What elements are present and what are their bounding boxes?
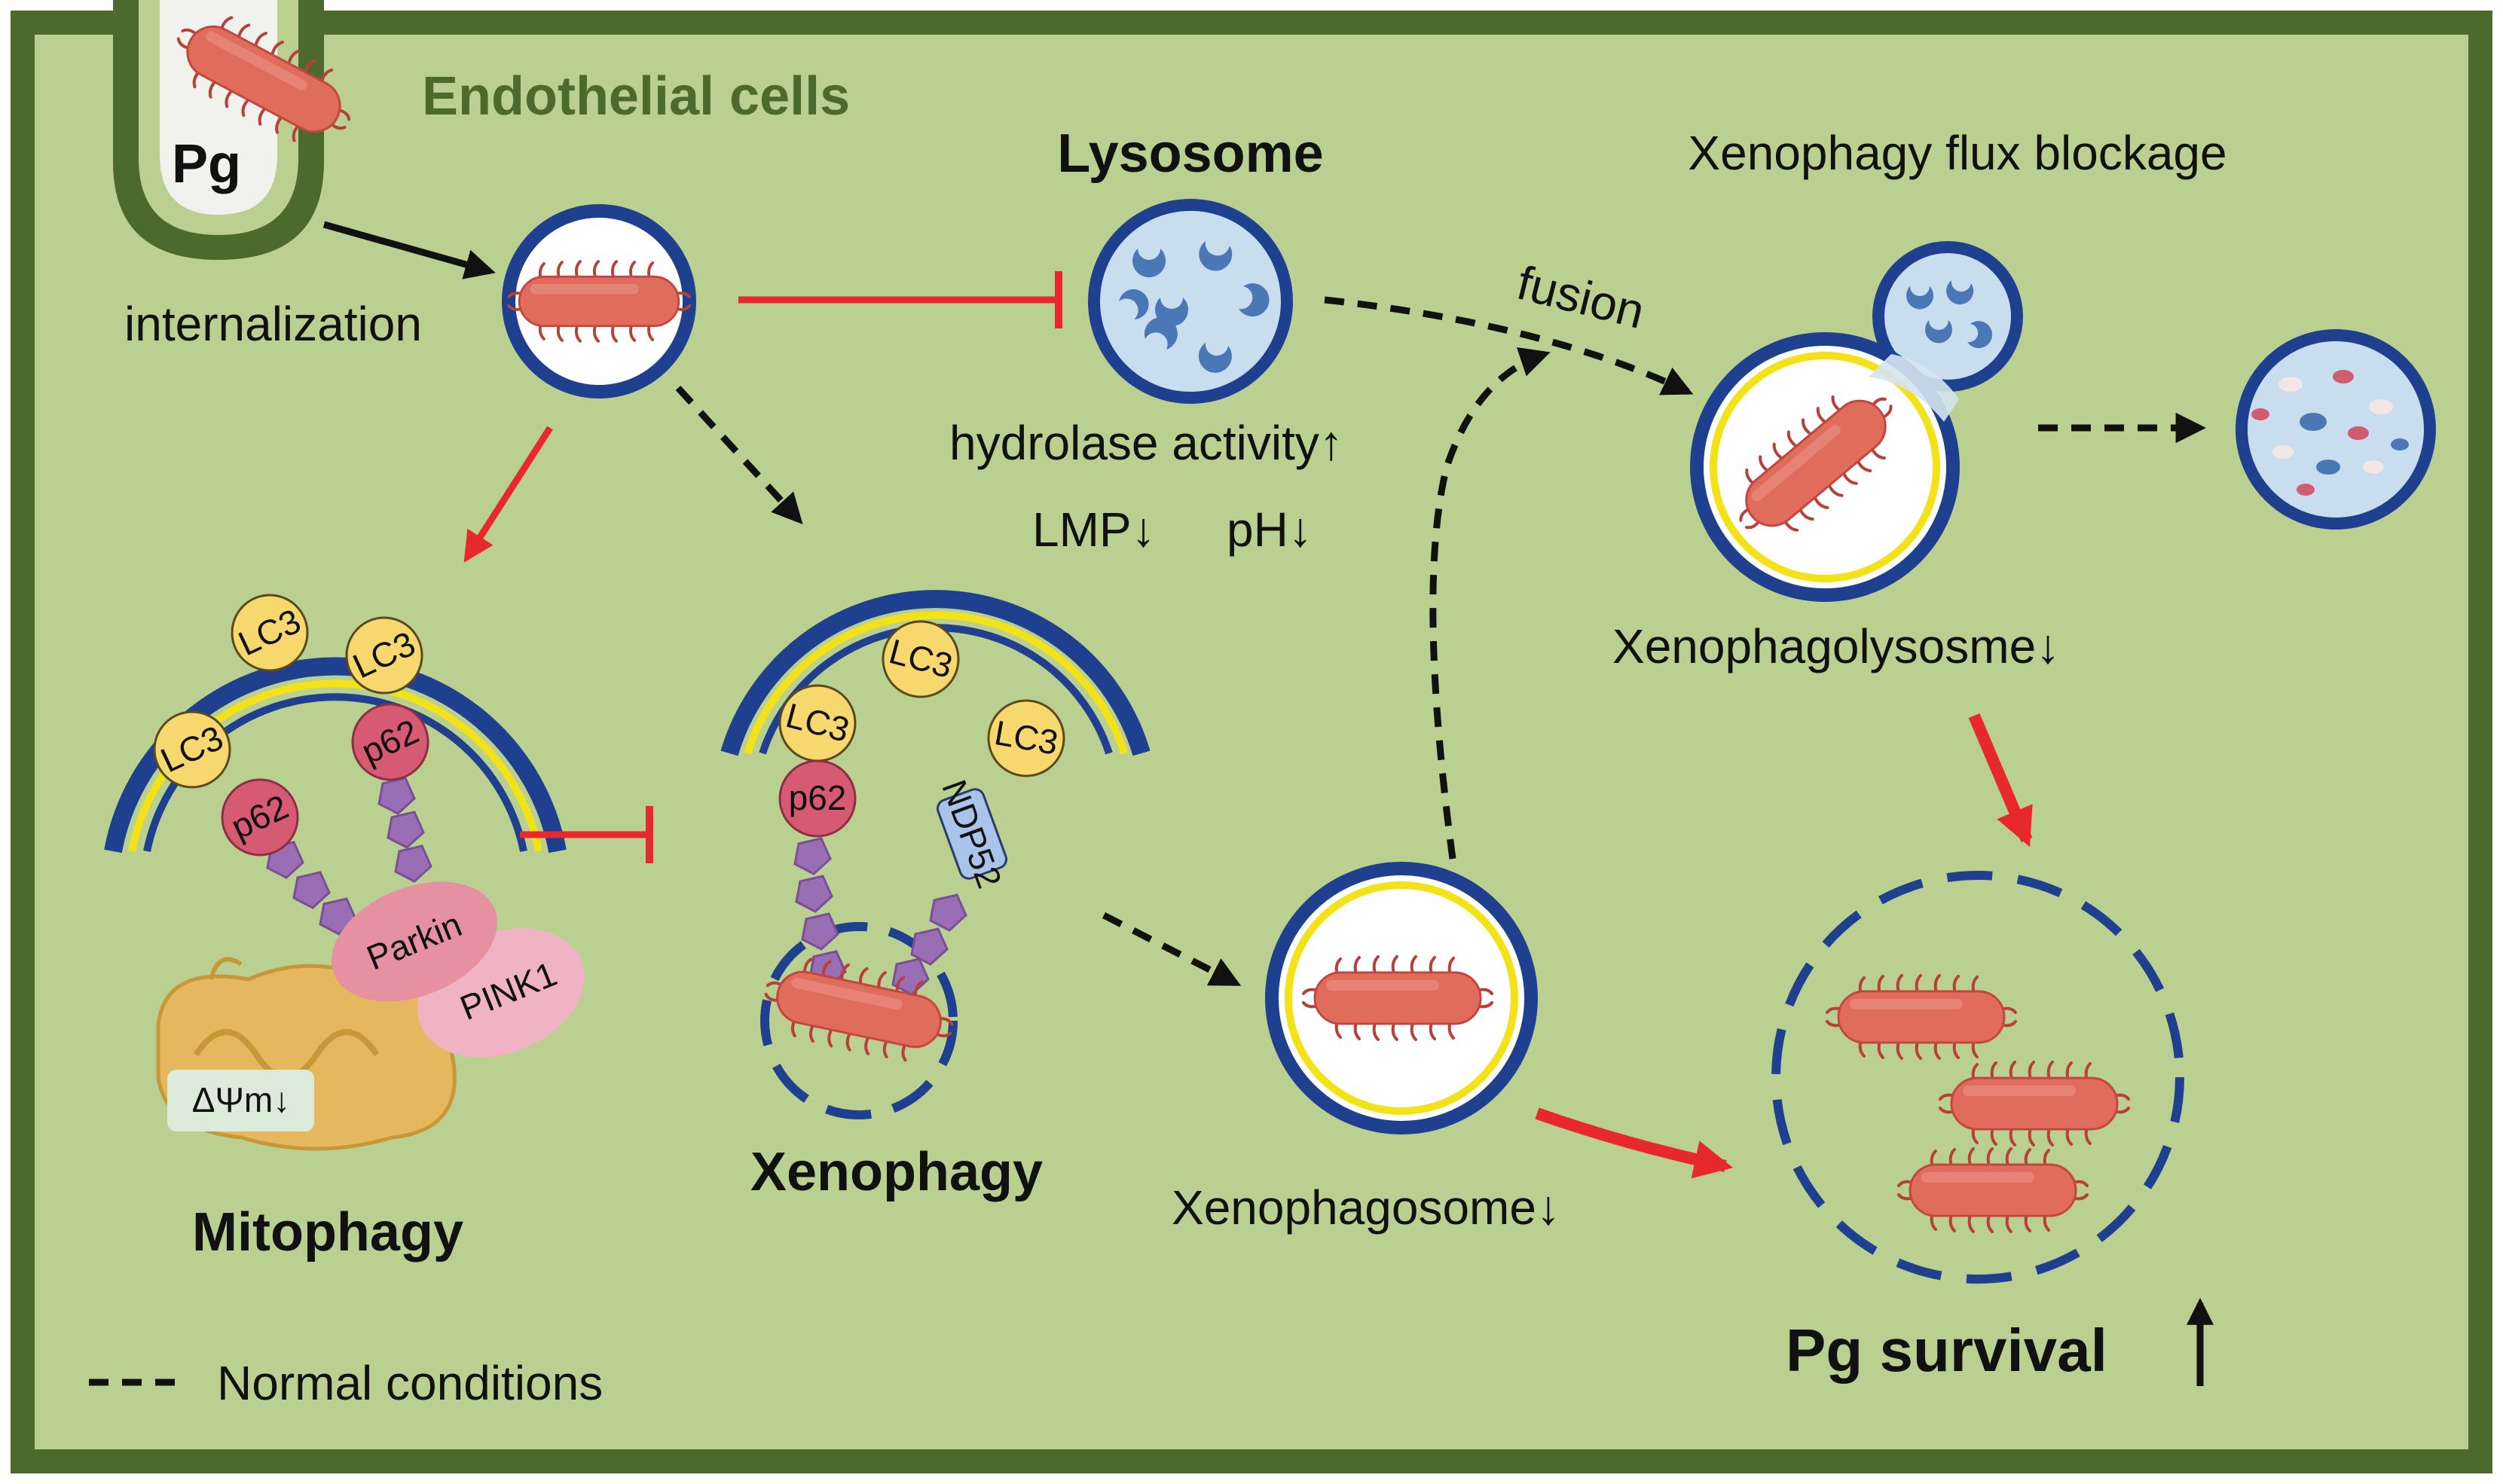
pg-survival-cluster <box>1771 871 2184 1284</box>
cell-title: Endothelial cells <box>422 66 850 127</box>
legend-label: Normal conditions <box>217 1356 603 1410</box>
to-survival-arrow-2 <box>1968 713 2033 847</box>
inhibit-xenophagy <box>520 806 653 863</box>
xenophagosome <box>1265 862 1538 1134</box>
lysosome <box>1088 199 1293 404</box>
flux-blockage-label: Xenophagy flux blockage <box>1688 126 2226 180</box>
pg-survival-label: Pg survival <box>1786 1317 2107 1384</box>
pg-label: Pg <box>172 134 241 194</box>
degraded-lysosome <box>2236 329 2436 530</box>
ph-label: pH↓ <box>1227 502 1313 557</box>
hydrolase-label: hydrolase activity↑ <box>949 416 1343 470</box>
phagosome-vacuole <box>502 204 696 398</box>
parkin-protein <box>332 881 497 1002</box>
delta-psi-label: ΔΨm↓ <box>192 1080 290 1119</box>
mitophagy-cluster: Parkin PINK1 p62 LC3 LC3 LC3 p62 ΔΨm↓ <box>104 594 585 1151</box>
xenophagolysosome <box>1690 241 2023 602</box>
to-xenophagosome-dashed <box>1102 911 1242 987</box>
xenophagolysosome-label: Xenophagolysosme↓ <box>1612 619 2060 673</box>
xenophagy-cluster: LC3 p62 LC3 LC3 NDP52 <box>720 590 1151 1119</box>
delta-psi-badge <box>167 1070 314 1131</box>
lmp-label: LMP↓ <box>1032 502 1156 557</box>
to-survival-arrow-1 <box>1535 1107 1734 1179</box>
p62-label-3: p62 <box>789 778 847 817</box>
lysosome-fusion-dashed <box>1324 296 1694 395</box>
mitophagy-title: Mitophagy <box>192 1202 463 1263</box>
vacuole-to-xenophagy-dashed <box>675 385 803 524</box>
inhibit-lysosome <box>738 271 1062 328</box>
xenophagy-title: Xenophagy <box>750 1142 1043 1202</box>
internalization-label: internalization <box>124 297 422 351</box>
ndp52-protein <box>936 788 1008 880</box>
lysosome-title: Lysosome <box>1057 124 1323 184</box>
xenophagosome-label: Xenophagosome↓ <box>1172 1180 1560 1235</box>
internalization-arrow <box>322 221 496 279</box>
to-mitophagy-arrow <box>463 426 553 563</box>
